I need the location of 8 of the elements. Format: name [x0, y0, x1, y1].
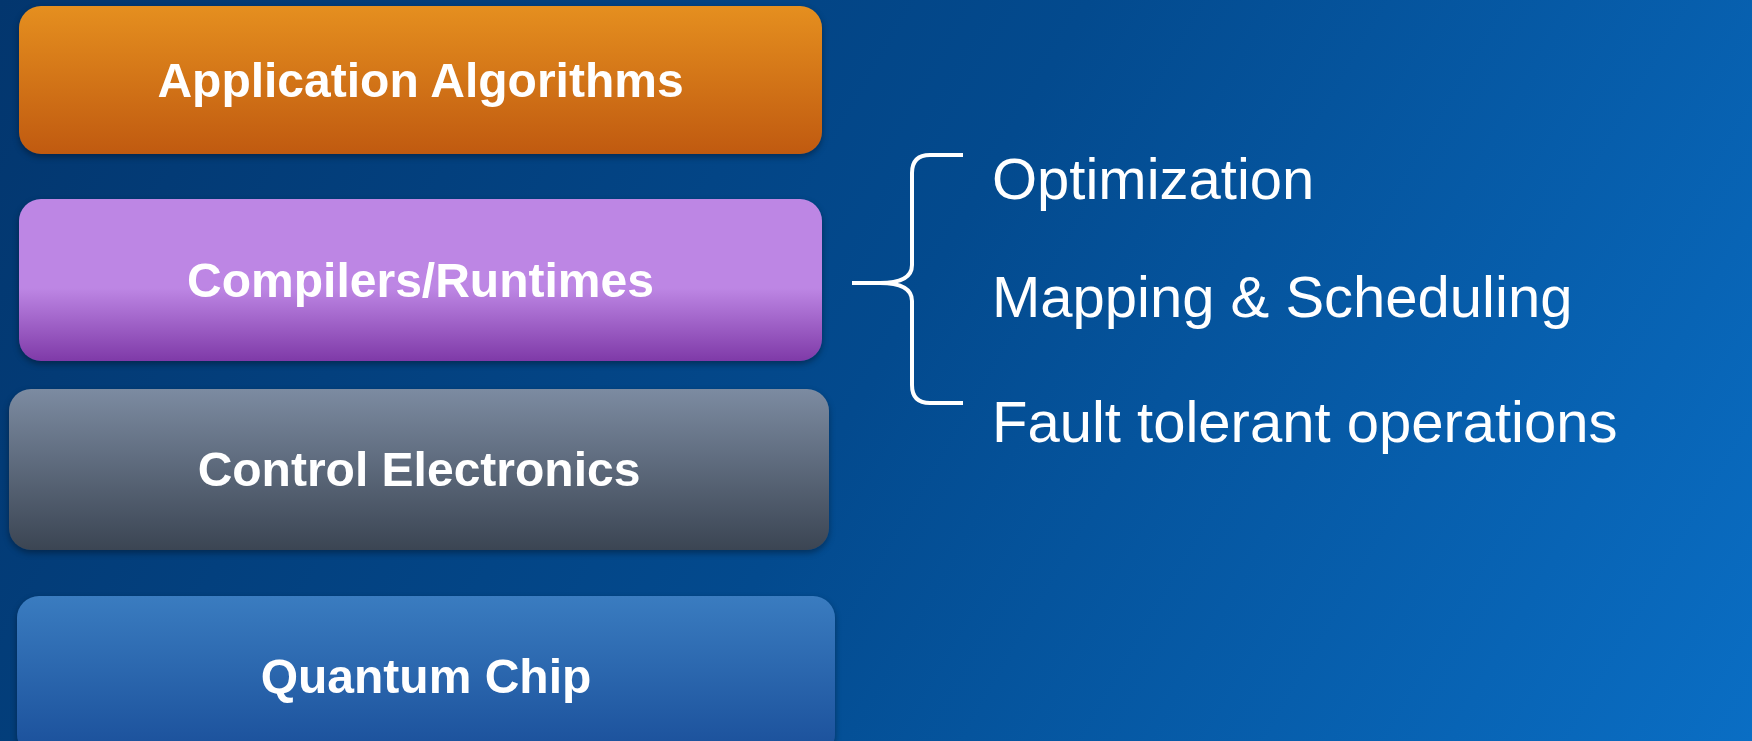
layer-box — [19, 6, 822, 154]
layer-title: Application Algorithms — [157, 52, 684, 108]
layer-box — [19, 199, 822, 361]
layer-title: Control Electronics — [197, 442, 641, 497]
layer-box — [9, 389, 829, 550]
layer-box — [17, 596, 835, 741]
layer-title: Compilers/Runtimes — [187, 252, 654, 308]
layer-title: Quantum Chip — [260, 648, 592, 704]
